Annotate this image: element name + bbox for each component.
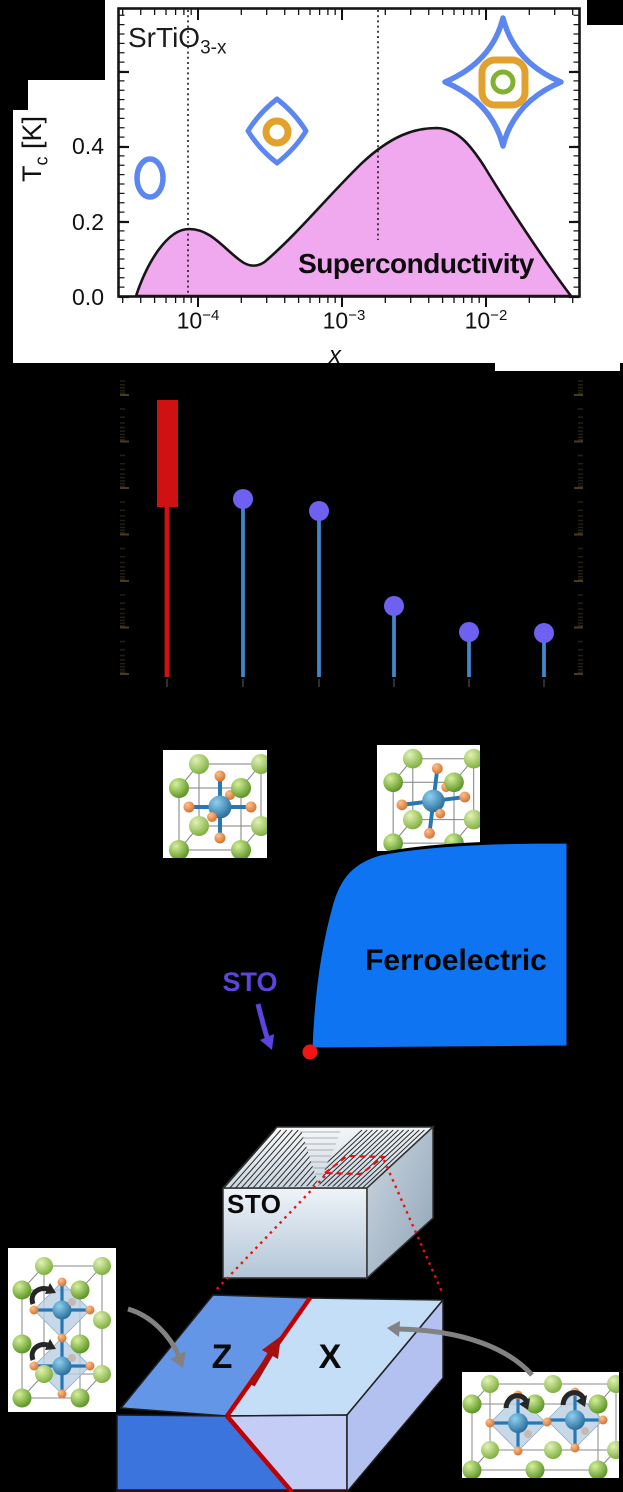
y-axis-label: Tc [K]	[17, 97, 53, 201]
stem-chart	[120, 380, 583, 687]
ferroelectric-region-label: Ferroelectric	[365, 944, 547, 977]
domain-wall-arrowhead	[262, 1336, 281, 1359]
crystal-structure-image	[12, 1257, 111, 1408]
y-tick-label-0.0: 0.0	[72, 284, 104, 310]
perovskite-cell-distorted	[377, 745, 480, 851]
chart-title-subscript: 3-x	[200, 37, 227, 59]
gray-arrow-right	[397, 1326, 534, 1377]
perovskite-cell-undistorted	[163, 750, 267, 858]
x-axis-label: x	[329, 342, 341, 369]
superconductivity-region-label: Superconductivity	[298, 248, 534, 279]
oxygen-atoms	[396, 763, 471, 839]
sr-atoms	[169, 754, 267, 858]
tick-exponent: −2	[490, 307, 508, 324]
crystal-structure-image	[169, 754, 267, 858]
sr-atoms	[383, 748, 480, 851]
oxygen-atoms	[29, 1277, 95, 1399]
crystal-structure-image	[462, 1375, 619, 1478]
rotation-arrowheads	[519, 1395, 587, 1410]
sto-pointer-arrowhead	[260, 1034, 274, 1050]
tall-cell-z-domain	[8, 1248, 116, 1412]
top-chart-background	[13, 110, 28, 363]
x-tick-label-1e-3: 10−3	[309, 308, 379, 333]
domain-striations-center	[298, 1131, 342, 1175]
oxygen-atoms	[183, 770, 257, 844]
titanium-atom	[422, 789, 445, 813]
tick-exponent: −4	[202, 307, 220, 324]
sto-pointer-arrow	[255, 1003, 271, 1041]
slab-front-right	[226, 1414, 348, 1492]
box-right-face	[366, 1125, 434, 1280]
blue-dots	[233, 489, 554, 643]
y-axis-label-subscript: c	[31, 156, 52, 166]
titanium-atom	[52, 1300, 72, 1320]
quantum-critical-point	[302, 1044, 318, 1060]
zoom-connector-right	[382, 1159, 444, 1293]
sto-annotation-label: STO	[222, 967, 278, 997]
chart-title-main: SrTiO	[128, 22, 201, 53]
red-bar-stem	[164, 505, 170, 677]
y-axis-label-unit: [K]	[17, 116, 47, 157]
tick-base: 10	[176, 307, 203, 334]
slab-front-left	[116, 1414, 293, 1492]
sr-atoms	[12, 1257, 111, 1408]
titanium-atom	[508, 1413, 528, 1433]
box-top-face	[221, 1126, 435, 1189]
chart-title: SrTiO3-x	[128, 24, 226, 58]
axis-ticks-faint	[120, 380, 583, 687]
x-tick-label-1e-2: 10−2	[451, 308, 521, 333]
domain-wall-arrow-shaft	[249, 1351, 274, 1387]
titanium-atom	[565, 1410, 585, 1430]
rotation-arrowheads	[45, 1283, 56, 1350]
gray-arrowhead-right	[387, 1321, 400, 1337]
y-tick-label-0.4: 0.4	[72, 133, 104, 159]
domain-wall-front	[225, 1414, 294, 1492]
domain-striations-left	[223, 1129, 319, 1188]
tick-base: 10	[322, 307, 349, 334]
x-domain-label: X	[318, 1338, 342, 1376]
sr-atoms	[462, 1375, 619, 1478]
red-bar	[157, 400, 178, 507]
titanium-atom	[52, 1356, 72, 1376]
gray-arrowhead-left	[170, 1351, 186, 1368]
top-chart-background	[587, 25, 623, 80]
tick-base: 10	[464, 307, 491, 334]
z-domain-label: Z	[211, 1338, 233, 1376]
crystal-structure-image	[383, 748, 480, 851]
top-chart-background	[495, 363, 620, 371]
y-axis-label-symbol: T	[17, 165, 47, 183]
slab-side-face	[346, 1299, 444, 1492]
zoom-region-dashed-outline	[321, 1154, 387, 1176]
wide-cell-x-domain	[462, 1372, 619, 1478]
domain-striations-right	[319, 1129, 430, 1188]
x-tick-label-1e-4: 10−4	[163, 308, 233, 333]
y-tick-label-0.2: 0.2	[72, 209, 104, 235]
blue-stems	[241, 499, 546, 677]
sto-box-label: STO	[227, 1189, 282, 1219]
tick-exponent: −3	[348, 307, 366, 324]
gray-arrow-left	[127, 1306, 182, 1358]
